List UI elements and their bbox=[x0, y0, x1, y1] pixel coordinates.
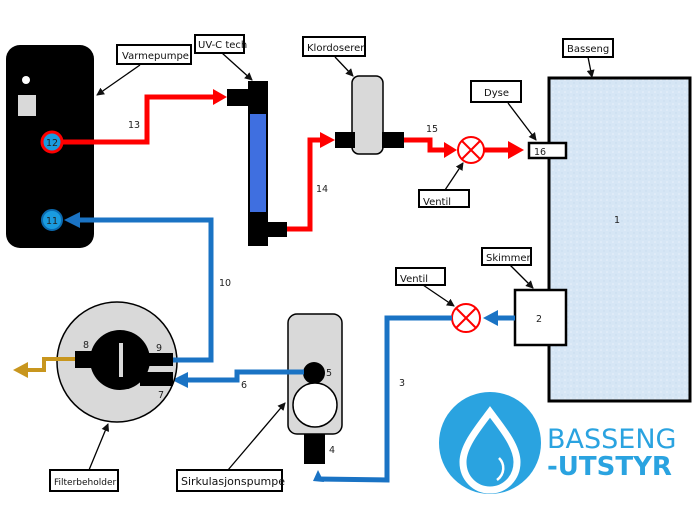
svg-text:Basseng: Basseng bbox=[567, 44, 609, 55]
callout-skimmer: Skimmer bbox=[481, 247, 534, 289]
logo-drop-icon bbox=[459, 406, 521, 494]
pump-inlet-4 bbox=[304, 434, 325, 464]
uvc-tube bbox=[248, 112, 268, 214]
logo: BASSENG -UTSTYR bbox=[439, 392, 676, 494]
pipe-15-label: 15 bbox=[426, 124, 438, 135]
pipe-3-label: 3 bbox=[399, 378, 405, 389]
callout-ventil-top: Ventil bbox=[418, 162, 470, 208]
svg-text:UV-C tech: UV-C tech bbox=[198, 40, 247, 51]
pool bbox=[547, 76, 692, 403]
pipe-6 bbox=[186, 369, 304, 383]
nozzle-number: 16 bbox=[534, 147, 546, 158]
pipe-3-arrow bbox=[313, 470, 324, 482]
callout-dyse: Dyse bbox=[470, 80, 537, 141]
pipe-14-arrow bbox=[320, 132, 335, 148]
svg-text:Skimmer: Skimmer bbox=[486, 253, 532, 264]
waste-pipe bbox=[26, 357, 75, 372]
uvc-top-cap bbox=[248, 81, 268, 114]
pipe-3 bbox=[317, 315, 452, 483]
callout-klordoserer: Klordoserer bbox=[302, 36, 366, 77]
pipe-6-label: 6 bbox=[241, 380, 247, 391]
filter-valve-handle bbox=[119, 343, 123, 377]
pipe-skimmer-out-arrow bbox=[483, 310, 498, 326]
valve-top[interactable] bbox=[457, 136, 485, 164]
svg-text:Ventil: Ventil bbox=[400, 274, 428, 285]
filter-port-9-label: 9 bbox=[156, 343, 162, 354]
nozzle bbox=[527, 141, 568, 160]
pipe-13-arrow bbox=[213, 89, 227, 105]
heat-pump-port-11 bbox=[41, 209, 63, 231]
callout-sirkulasjonspumpe: Sirkulasjonspumpe bbox=[176, 402, 286, 492]
pump-port-4-label: 4 bbox=[329, 445, 335, 456]
heat-pump-display bbox=[18, 95, 36, 116]
svg-text:Ventil: Ventil bbox=[423, 197, 451, 208]
callout-basseng: Basseng bbox=[562, 38, 614, 78]
callout-filterbeholder: Filterbeholder bbox=[49, 423, 119, 492]
pipe-valve-to-nozzle-arrow bbox=[508, 141, 524, 159]
chlorinator-inlet bbox=[335, 132, 355, 148]
pipe-6-arrow bbox=[172, 372, 188, 388]
port-11-label: 11 bbox=[46, 216, 58, 227]
callout-ventil-bottom: Ventil bbox=[395, 267, 455, 307]
uvc-outlet bbox=[267, 222, 287, 237]
svg-text:Klordoserer: Klordoserer bbox=[307, 43, 365, 54]
valve-bottom[interactable] bbox=[451, 303, 481, 333]
heat-pump-indicator bbox=[22, 76, 30, 84]
svg-text:Sirkulasjonspumpe: Sirkulasjonspumpe bbox=[181, 475, 285, 488]
logo-line1: BASSENG bbox=[547, 424, 676, 455]
callout-varmepumpe: Varmepumpe bbox=[96, 44, 192, 96]
pipe-13 bbox=[62, 94, 215, 145]
filter-port-9 bbox=[140, 353, 173, 366]
filter-port-8 bbox=[75, 351, 103, 368]
pipe-14 bbox=[287, 137, 324, 232]
pipe-10-label: 10 bbox=[219, 278, 231, 289]
svg-text:Dyse: Dyse bbox=[484, 88, 509, 99]
filter-port-7-label: 7 bbox=[158, 390, 164, 401]
pump-port-5-label: 5 bbox=[326, 368, 332, 379]
uvc-bottom-cap bbox=[248, 213, 268, 246]
pipe-13-label: 13 bbox=[128, 120, 140, 131]
pipe-14-label: 14 bbox=[316, 184, 328, 195]
port-12-label: 12 bbox=[46, 138, 58, 149]
pipe-15-arrow bbox=[444, 142, 457, 158]
pipe-15 bbox=[404, 137, 448, 153]
logo-line2: -UTSTYR bbox=[547, 452, 672, 482]
pipe-10-arrow bbox=[64, 212, 80, 228]
svg-text:Varmepumpe: Varmepumpe bbox=[122, 51, 189, 62]
svg-text:Filterbeholder: Filterbeholder bbox=[54, 478, 117, 488]
pump-port-5 bbox=[303, 362, 325, 384]
waste-pipe-arrow bbox=[13, 362, 28, 378]
pump-motor bbox=[292, 382, 338, 428]
callout-uvc: UV-C tech bbox=[194, 34, 253, 81]
chlorinator-outlet bbox=[382, 132, 404, 148]
pipe-10 bbox=[78, 217, 214, 363]
skimmer-number: 2 bbox=[536, 314, 542, 325]
filter-port-8-label: 8 bbox=[83, 340, 89, 351]
uvc-inlet bbox=[227, 89, 249, 106]
chlorinator bbox=[351, 75, 384, 155]
pool-number: 1 bbox=[614, 215, 620, 226]
filter-port-7 bbox=[140, 372, 173, 386]
